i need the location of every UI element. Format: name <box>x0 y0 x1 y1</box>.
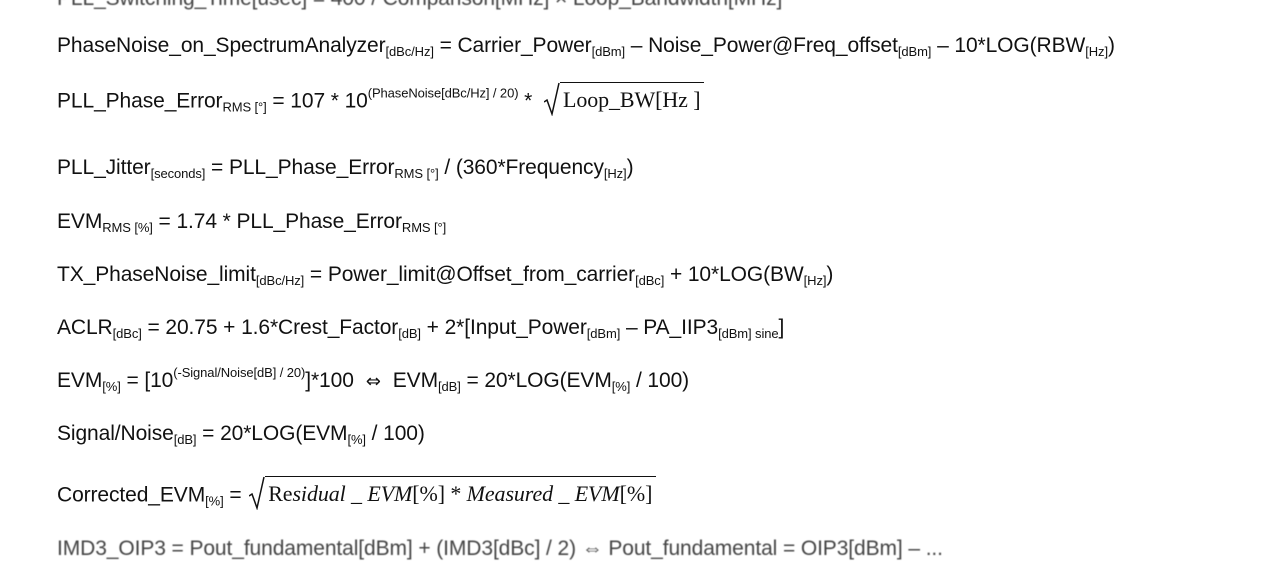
eq5-t3: ) <box>826 263 834 286</box>
formula-pll-phase-error: PLL_Phase_ErrorRMS [°] = 107 * 10(PhaseN… <box>57 82 705 116</box>
eq6-t2-sub: [dBm] <box>586 326 621 341</box>
eq2-lhs-sub: RMS [°] <box>222 99 267 115</box>
eq9-sqrt-times: * <box>444 481 467 506</box>
eq8-lhs: Signal/Noise <box>57 422 174 445</box>
partial-formula-bottom: IMD3_OIP3 = Pout_fundamental[dBm] + (IMD… <box>57 536 943 562</box>
eq8-t1-sub: [%] <box>347 432 366 447</box>
eq4-lhs: EVM <box>57 210 103 233</box>
partial-formula-top-text: PLL_Switching_Time[usec] = 400 / Compari… <box>57 0 782 10</box>
eq9-sqrt-re: Re <box>268 481 293 506</box>
eq1-t4: ) <box>1107 34 1115 57</box>
radical-sign-icon <box>543 82 560 116</box>
eq8-t1: = 20*LOG(EVM <box>196 422 348 445</box>
eq7-t1-sup: (-Signal/Noise[dB] / 20) <box>173 365 306 380</box>
eq9-sqrt-radicand: Residual _ EVM[%] * Measured _ EVM[%] <box>265 476 657 510</box>
eq5-lhs: TX_PhaseNoise_limit <box>57 263 256 286</box>
eq9-sqrt-pct2: [%] <box>619 481 653 506</box>
eq5-t1-sub: [dBc] <box>635 273 665 288</box>
eq2-t2: * <box>518 89 538 113</box>
eq9-lhs: Corrected_EVM <box>57 483 206 507</box>
eq2-lhs: PLL_Phase_Error <box>57 89 223 113</box>
eq7-lhs-sub: [%] <box>102 379 121 394</box>
eq5-t2: + 10*LOG(BW <box>664 263 804 286</box>
eq8-lhs-sub: [dB] <box>173 432 197 447</box>
eq6-t1-sub: [dB] <box>398 326 421 341</box>
eq7-rhs-sub: [dB] <box>437 379 461 394</box>
eq2-t1: = 107 * 10 <box>266 89 368 113</box>
eq9-sqrt-residual: sidual _ EVM <box>292 481 413 506</box>
eq7-rhs: EVM <box>392 369 438 392</box>
eq4-t1: = 1.74 * PLL_Phase_Error <box>152 210 402 233</box>
eq6-t3: – PA_IIP3 <box>620 316 719 339</box>
eq1-t3: – 10*LOG(RBW <box>931 34 1086 57</box>
eq3-t3: ) <box>626 156 634 179</box>
eq9-sqrt-pct1: [%] <box>412 481 445 506</box>
eq9-lhs-sub: [%] <box>205 493 224 509</box>
partial-formula-top: PLL_Switching_Time[usec] = 400 / Compari… <box>57 0 782 12</box>
formula-aclr: ACLR[dBc] = 20.75 + 1.6*Crest_Factor[dB]… <box>57 315 784 341</box>
formula-signal-noise: Signal/Noise[dB] = 20*LOG(EVM[%] / 100) <box>57 421 425 447</box>
eq5-lhs-sub: [dBc/Hz] <box>255 273 305 288</box>
eq3-t2: / (360*Frequency <box>438 156 604 179</box>
eq9-sqrt: Residual _ EVM[%] * Measured _ EVM[%] <box>249 476 657 510</box>
eq3-t1-sub: RMS [°] <box>394 166 439 181</box>
eq6-lhs-sub: [dBc] <box>112 326 142 341</box>
formula-pll-jitter: PLL_Jitter[seconds] = PLL_Phase_ErrorRMS… <box>57 155 634 181</box>
formula-corrected-evm: Corrected_EVM[%] = Residual _ EVM[%] * M… <box>57 476 657 510</box>
eq3-lhs: PLL_Jitter <box>57 156 151 179</box>
eq6-t1: = 20.75 + 1.6*Crest_Factor <box>141 316 399 339</box>
eq8-t2: / 100) <box>365 422 425 445</box>
eq6-t4: ] <box>778 316 785 339</box>
eq5-t1: = Power_limit@Offset_from_carrier <box>304 263 636 286</box>
eq3-t2-sub: [Hz] <box>603 166 627 181</box>
eq4-lhs-sub: RMS [%] <box>102 220 153 235</box>
eq1-lhs: PhaseNoise_on_SpectrumAnalyzer <box>57 34 386 57</box>
eq1-t1-sub: [dBm] <box>591 44 626 59</box>
eq2-sqrt-radicand: Loop_BW[Hz ] <box>559 82 705 116</box>
eq1-t2-sub: [dBm] <box>897 44 932 59</box>
eq1-lhs-sub: [dBc/Hz] <box>385 44 434 59</box>
eq6-t2: + 2*[Input_Power <box>420 316 587 339</box>
eq9-sqrt-measured: Measured _ EVM <box>466 481 620 506</box>
eq2-t1-sup: (PhaseNoise[dBc/Hz] / 20) <box>367 85 519 101</box>
eq7-lhs: EVM <box>57 369 103 392</box>
eq6-lhs: ACLR <box>57 316 113 339</box>
double-arrow-icon: ⇔ <box>365 371 381 392</box>
formula-evm-rms: EVMRMS [%] = 1.74 * PLL_Phase_ErrorRMS [… <box>57 209 446 235</box>
formula-phase-noise-spectrum-analyzer: PhaseNoise_on_SpectrumAnalyzer[dBc/Hz] =… <box>57 33 1115 59</box>
partial-formula-bottom-text: IMD3_OIP3 = Pout_fundamental[dBm] + (IMD… <box>57 537 943 560</box>
formula-evm-percent-db: EVM[%] = [10(-Signal/Noise[dB] / 20)]*10… <box>57 365 690 395</box>
formula-tx-phase-noise-limit: TX_PhaseNoise_limit[dBc/Hz] = Power_limi… <box>57 262 833 288</box>
eq5-t2-sub: [Hz] <box>803 273 827 288</box>
eq2-sqrt: Loop_BW[Hz ] <box>543 82 705 116</box>
eq7-t4: / 100) <box>630 369 690 392</box>
eq3-lhs-sub: [seconds] <box>150 166 206 181</box>
eq1-t2: – Noise_Power@Freq_offset <box>625 34 898 57</box>
radical-sign-icon <box>249 476 265 510</box>
eq7-t3: = 20*LOG(EVM <box>460 369 612 392</box>
eq4-t1-sub: RMS [°] <box>401 220 447 235</box>
eq7-t1: = [10 <box>120 369 174 392</box>
eq9-t1: = <box>223 483 248 507</box>
eq7-t2: ]*100 <box>305 369 354 392</box>
eq3-t1: = PLL_Phase_Error <box>205 156 395 179</box>
eq1-t1: = Carrier_Power <box>433 34 592 57</box>
eq1-t3-sub: [Hz] <box>1085 44 1108 59</box>
eq7-t3-sub: [%] <box>611 379 631 394</box>
eq6-t3-sub: [dBm] sine <box>718 326 779 341</box>
